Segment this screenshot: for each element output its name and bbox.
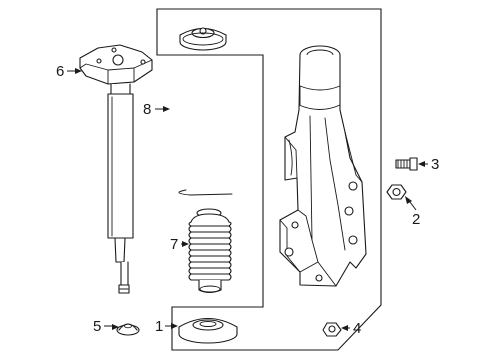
nut-upper: [386, 184, 407, 200]
nut-lower: [322, 322, 342, 337]
top-mount: [179, 27, 227, 51]
bolt: [395, 157, 418, 171]
callout-7: 7: [170, 236, 178, 253]
callout-5: 5: [93, 318, 101, 335]
bumper-seat: [116, 323, 140, 336]
callout-3: 3: [431, 156, 439, 173]
callout-6: 6: [56, 63, 64, 80]
callout-4: 4: [353, 320, 361, 337]
strut-housing: [279, 45, 367, 287]
callout-2: 2: [412, 211, 420, 228]
spring-seat: [178, 318, 238, 344]
callout-8: 8: [143, 101, 151, 118]
callout-1: 1: [155, 318, 163, 335]
strut-assembly: [79, 44, 153, 294]
coil-spring: [168, 64, 239, 196]
dust-boot: [188, 208, 232, 294]
leader-lines: [67, 68, 428, 331]
